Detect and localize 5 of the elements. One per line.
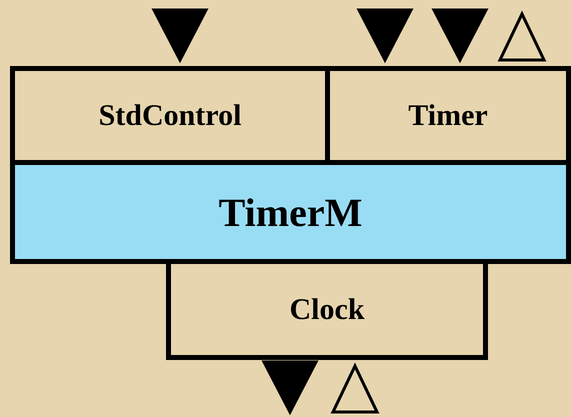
component-label: Clock (290, 292, 364, 326)
component-label: TimerM (218, 188, 362, 236)
component-label: Timer (408, 98, 488, 132)
component-label: StdControl (98, 98, 242, 132)
component-box (166, 264, 488, 360)
